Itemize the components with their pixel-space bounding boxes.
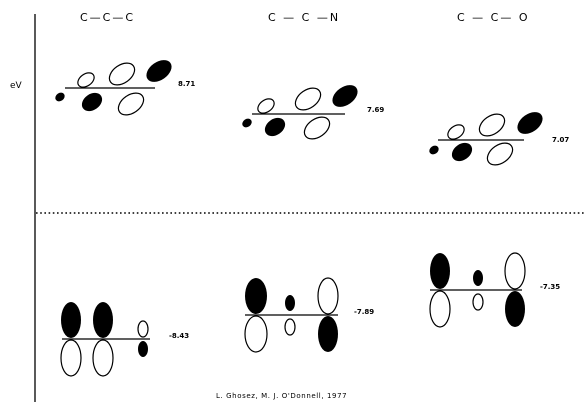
lobe-filled <box>55 92 65 102</box>
lobe-filled <box>61 302 81 338</box>
energy-value-lumo-ccc: 8.71 <box>178 80 196 88</box>
lobe-open <box>108 62 136 86</box>
lobe-filled <box>517 112 543 134</box>
lobe-open <box>117 92 145 116</box>
lobe-open <box>447 124 465 140</box>
lobe-open <box>303 116 331 140</box>
lobe-filled <box>264 117 286 137</box>
lobe-open <box>486 142 514 166</box>
lobe-open <box>77 72 95 88</box>
lobe-filled <box>81 92 103 112</box>
lobe-filled <box>505 291 525 327</box>
lobe-filled <box>93 302 113 338</box>
lobe-filled <box>146 60 172 82</box>
energy-value-homo-cco: -7.35 <box>540 283 561 291</box>
orbital-lumo-ccc <box>55 60 172 116</box>
energy-value-homo-ccn: -7.89 <box>354 308 375 316</box>
column-title-ccc: C—C—C <box>80 11 136 24</box>
orbital-homo-cco <box>429 252 526 328</box>
orbital-homo-ccc <box>60 302 150 377</box>
lobe-open <box>294 87 322 111</box>
energy-value-lumo-cco: 7.07 <box>552 136 570 144</box>
lobe-filled <box>430 253 450 289</box>
credit-caption: L. Ghosez, M. J. O'Donnell, 1977 <box>216 392 348 400</box>
lobe-open <box>317 277 339 315</box>
lobe-open <box>60 339 82 377</box>
lobe-filled <box>429 145 439 155</box>
lobe-filled <box>451 142 473 162</box>
lobe-open <box>244 315 268 353</box>
energy-unit-label: eV <box>10 81 22 91</box>
lobe-open <box>92 339 114 377</box>
lobe-open <box>478 113 506 137</box>
lobe-open <box>284 318 296 336</box>
lobe-open <box>429 290 451 328</box>
lobe-filled <box>332 85 358 107</box>
lobe-filled <box>242 118 252 128</box>
orbital-lumo-cco <box>429 112 543 166</box>
lobe-filled <box>245 278 267 314</box>
lobe-open <box>257 98 275 114</box>
column-title-ccn: C — C —N <box>268 11 341 24</box>
lobe-open <box>472 293 484 311</box>
orbital-homo-ccn <box>244 277 339 353</box>
column-title-cco: C — C— O <box>457 11 530 24</box>
lobe-filled <box>138 341 148 357</box>
energy-value-lumo-ccn: 7.69 <box>367 106 385 114</box>
lobe-open <box>504 252 526 290</box>
energy-value-homo-ccc: -8.43 <box>169 332 190 340</box>
lobe-filled <box>285 295 295 311</box>
lobe-open <box>137 320 149 338</box>
lobe-filled <box>318 316 338 352</box>
orbital-lumo-ccn <box>242 85 358 140</box>
lobe-filled <box>473 270 483 286</box>
